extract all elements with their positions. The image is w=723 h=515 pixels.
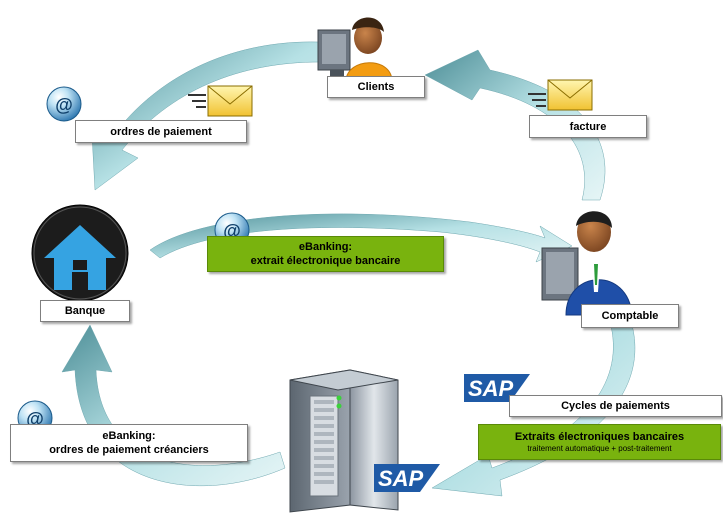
ebanking-extrait-sub: extrait électronique bancaire (250, 255, 401, 267)
clients-label-text: Clients (357, 81, 395, 93)
sap-logo-text: SAP (468, 376, 514, 401)
person-at-computer-icon (317, 17, 393, 81)
house-icon (31, 204, 129, 302)
cycles-paiements-label: Cycles de paiements (509, 395, 722, 417)
arrow-clients-to-bank (91, 41, 321, 191)
sap-logo: SAP (374, 464, 440, 492)
email-icon: @ (46, 86, 82, 122)
comptable-label: Comptable (581, 304, 679, 328)
ebanking-ordres-sub: ordres de paiement créanciers (49, 444, 209, 456)
cycles-paiements-text: Cycles de paiements (561, 400, 670, 412)
sap-logo-text: SAP (378, 466, 424, 491)
person-at-computer-icon (541, 211, 633, 316)
clients-label: Clients (327, 76, 425, 98)
ebanking-extrait-label: eBanking: extrait électronique bancaire (207, 236, 444, 272)
ordres-paiement-label: ordres de paiement (75, 120, 247, 143)
ebanking-ordres-title: eBanking: (102, 430, 156, 442)
envelope-icon (528, 79, 593, 111)
banque-label: Banque (40, 300, 130, 322)
extraits-bancaires-sub: traitement automatique + post-traitement (527, 444, 672, 453)
banque-label-text: Banque (64, 305, 106, 317)
comptable-label-text: Comptable (601, 310, 659, 322)
facture-label: facture (529, 115, 647, 138)
ebanking-extrait-title: eBanking: (298, 241, 353, 253)
svg-text:@: @ (55, 95, 73, 115)
ordres-paiement-label-text: ordres de paiement (110, 125, 212, 138)
extraits-bancaires-title: Extraits électroniques bancaires (514, 431, 685, 443)
extraits-bancaires-label: Extraits électroniques bancaires traitem… (478, 424, 721, 460)
facture-label-text: facture (569, 120, 607, 133)
ebanking-ordres-label: eBanking: ordres de paiement créanciers (10, 424, 248, 462)
envelope-icon (188, 85, 253, 117)
